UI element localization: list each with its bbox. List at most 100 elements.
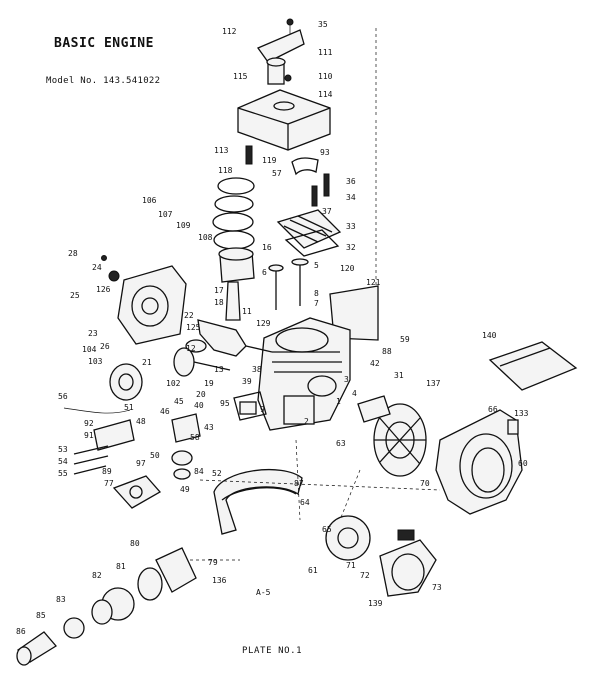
callout-28: 28 [68, 249, 78, 258]
callout-136: 136 [212, 576, 227, 585]
callout-81: 81 [116, 562, 126, 571]
assembly-line [295, 439, 301, 521]
fitting-part [173, 468, 191, 480]
base-edge [221, 487, 297, 501]
callout-129: 129 [256, 319, 271, 328]
piston-top [218, 247, 254, 261]
plate-number: PLATE NO.1 [242, 646, 303, 656]
callout-91: 91 [84, 431, 94, 440]
callout-73: 73 [432, 583, 442, 592]
callout-120: 120 [340, 264, 355, 273]
callout-66: 66 [488, 405, 498, 414]
block-port [307, 375, 337, 397]
callout-84: 84 [194, 467, 204, 476]
connecting-rod [225, 281, 241, 321]
fin-line [283, 225, 319, 243]
callout-21: 21 [142, 358, 152, 367]
callout-88: 88 [382, 347, 392, 356]
starter-pulley [325, 515, 371, 561]
valve-head [291, 258, 309, 266]
muffler-cap [137, 567, 163, 601]
tube-end [16, 646, 32, 666]
callout-114: 114 [318, 90, 333, 99]
callout-53: 53 [58, 445, 68, 454]
cover-hub [141, 297, 159, 315]
callout-64: 64 [300, 498, 310, 507]
screw-part [245, 145, 253, 165]
callout-112: 112 [222, 27, 237, 36]
muffler-part [155, 547, 197, 593]
page-reference: A-5 [256, 588, 271, 597]
screen-part [91, 599, 113, 625]
crankcase-cover [117, 265, 187, 345]
fitting-part [171, 450, 193, 466]
link-part [73, 465, 107, 475]
callout-52: 52 [212, 469, 222, 478]
callout-32: 32 [346, 243, 356, 252]
callout-3: 3 [344, 375, 349, 384]
filter-edge [499, 347, 551, 367]
callout-51: 51 [124, 403, 134, 412]
carburetor-part [112, 475, 162, 509]
housing-opening [459, 433, 513, 499]
callout-9: 9 [260, 405, 265, 414]
callout-22: 22 [184, 311, 194, 320]
link-part [73, 455, 109, 465]
bolt-part [323, 173, 330, 197]
callout-5: 5 [314, 261, 319, 270]
callout-23: 23 [88, 329, 98, 338]
engine-block [257, 317, 351, 431]
callout-56: 56 [58, 392, 68, 401]
callout-80: 80 [130, 539, 140, 548]
callout-104: 104 [82, 345, 97, 354]
callout-87: 87 [294, 479, 304, 488]
control-bracket [93, 419, 135, 451]
callout-24: 24 [92, 263, 102, 272]
callout-17: 17 [214, 286, 224, 295]
fan-blade [379, 417, 421, 463]
piston-ring [213, 230, 255, 250]
fitting-part [63, 617, 85, 639]
callout-13: 13 [214, 365, 224, 374]
cap-detail [273, 101, 295, 111]
callout-111: 111 [318, 48, 333, 57]
assembly-line [339, 469, 361, 521]
callout-71: 71 [346, 561, 356, 570]
filter-part [488, 341, 578, 391]
callout-110: 110 [318, 72, 333, 81]
callout-72: 72 [360, 571, 370, 580]
piston-ring [212, 212, 254, 232]
callout-37: 37 [322, 207, 332, 216]
callout-109: 109 [176, 221, 191, 230]
callout-86: 86 [16, 627, 26, 636]
muffler-flange [239, 401, 257, 415]
callout-82: 82 [92, 571, 102, 580]
callout-118: 118 [218, 166, 233, 175]
nut-part [284, 74, 292, 82]
callout-137: 137 [426, 379, 441, 388]
gasket-part [233, 391, 267, 421]
elbow-part [291, 157, 319, 176]
gear-part [185, 339, 207, 353]
edge-line [287, 107, 331, 125]
callout-85: 85 [36, 611, 46, 620]
callout-20: 20 [196, 390, 206, 399]
callout-89: 89 [102, 467, 112, 476]
piston-ring [217, 177, 255, 195]
callout-34: 34 [346, 193, 356, 202]
callout-83: 83 [56, 595, 66, 604]
starter-handle [397, 529, 415, 541]
callout-115: 115 [233, 72, 248, 81]
cam-shaft [193, 361, 231, 371]
crank-journal [245, 345, 273, 353]
seal-part [108, 270, 120, 282]
wire-part [63, 407, 131, 414]
model-number: Model No. 143.541022 [46, 76, 161, 86]
callout-7: 7 [314, 299, 319, 308]
carburetor-bore [129, 485, 143, 499]
head-gasket [284, 229, 340, 257]
blower-housing [435, 409, 523, 515]
callout-139: 139 [368, 599, 383, 608]
